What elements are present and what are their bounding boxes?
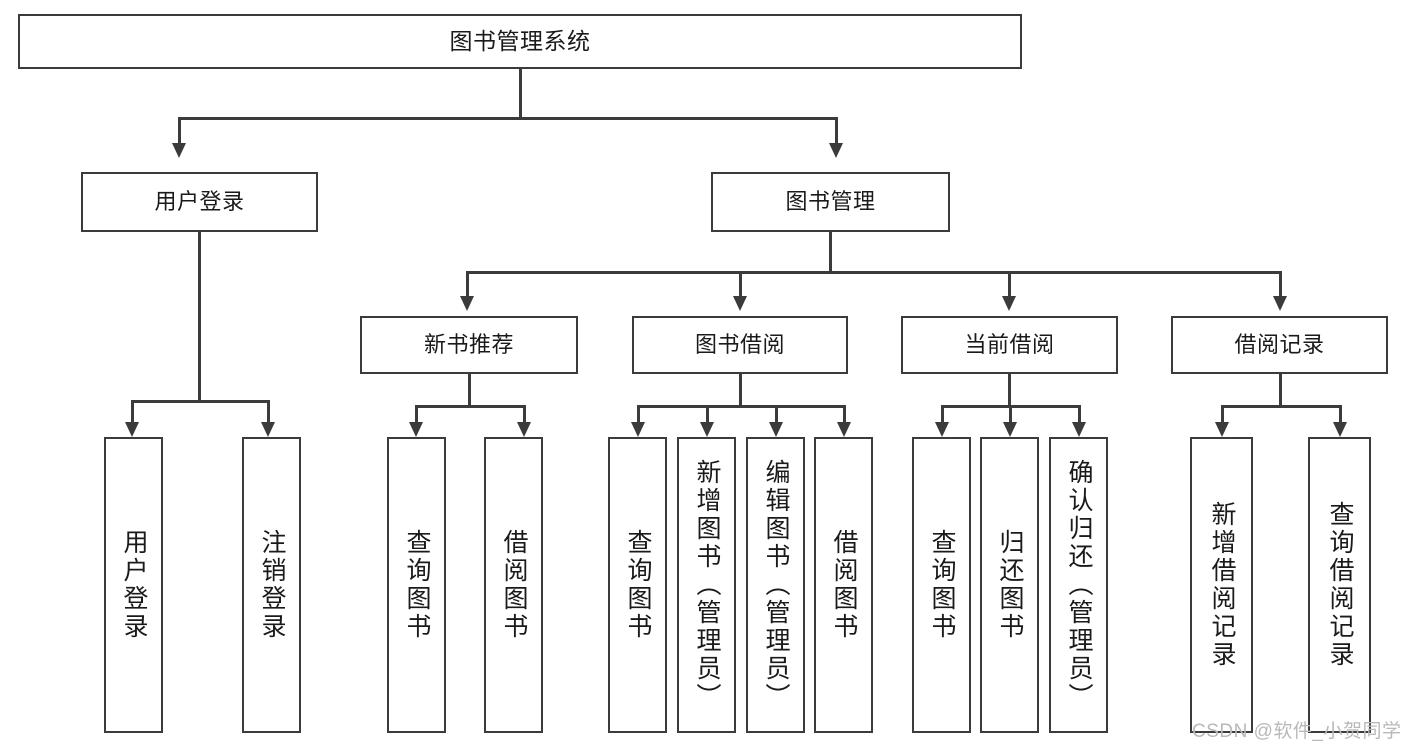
leaf-user-login[interactable]: 用户登录 <box>104 437 163 733</box>
connector-book-manage-drop-3 <box>1008 271 1011 296</box>
node-label: 查询借阅记录 <box>1326 501 1354 669</box>
node-label: 图书借阅 <box>694 332 785 358</box>
connector-root-to-user-login <box>178 117 181 143</box>
connector-book-manage-stem <box>829 232 832 271</box>
node-borrow-record[interactable]: 借阅记录 <box>1171 316 1388 374</box>
node-label: 编辑图书（管理员） <box>762 459 790 711</box>
node-label: 当前借阅 <box>964 332 1055 358</box>
connector-br-drop-2 <box>1339 405 1342 422</box>
leaf-add-borrow-record[interactable]: 新增借阅记录 <box>1190 437 1253 733</box>
arrowhead-icon-current-borrow <box>1002 296 1016 311</box>
leaf-edit-book-admin[interactable]: 编辑图书（管理员） <box>746 437 805 733</box>
arrowhead-icon-book-borrow <box>733 296 747 311</box>
node-label: 归还图书 <box>996 529 1024 641</box>
leaf-add-book-admin[interactable]: 新增图书（管理员） <box>677 437 736 733</box>
node-label: 新增图书（管理员） <box>693 459 721 711</box>
node-label: 查询图书 <box>403 529 431 641</box>
connector-new-book-recommend-stem <box>468 374 471 405</box>
connector-book-borrow-bar <box>637 405 845 408</box>
connector-cb-drop-1 <box>941 405 944 422</box>
arrowhead-icon-root-to-book-manage <box>829 143 843 158</box>
node-label: 用户登录 <box>154 189 245 215</box>
arrowhead-icon-borrow-record <box>1273 296 1287 311</box>
arrowhead-icon-bb-leaf-4 <box>837 422 851 437</box>
leaf-query-book-recommend[interactable]: 查询图书 <box>387 437 446 733</box>
leaf-confirm-return-admin[interactable]: 确认归还（管理员） <box>1049 437 1108 733</box>
connector-book-borrow-stem <box>739 374 742 405</box>
leaf-query-book-current[interactable]: 查询图书 <box>912 437 971 733</box>
connector-bb-drop-4 <box>843 405 846 422</box>
connector-book-manage-drop-2 <box>739 271 742 296</box>
leaf-return-book[interactable]: 归还图书 <box>980 437 1039 733</box>
node-label: 确认归还（管理员） <box>1065 459 1093 711</box>
arrowhead-icon-root-to-user-login <box>172 143 186 158</box>
node-label: 查询图书 <box>624 529 652 641</box>
node-label: 借阅图书 <box>830 529 858 641</box>
arrowhead-icon-bb-leaf-3 <box>769 422 783 437</box>
node-label: 新书推荐 <box>423 332 514 358</box>
arrowhead-icon-cb-leaf-1 <box>935 422 949 437</box>
connector-root-bar <box>178 117 837 120</box>
node-label: 查询图书 <box>928 529 956 641</box>
leaf-borrow-book-borrow[interactable]: 借阅图书 <box>814 437 873 733</box>
node-label: 借阅记录 <box>1234 332 1325 358</box>
arrowhead-icon-cb-leaf-3 <box>1072 422 1086 437</box>
connector-user-login-drop-2 <box>267 400 270 422</box>
node-book-management[interactable]: 图书管理 <box>711 172 950 232</box>
arrowhead-icon-bb-leaf-2 <box>700 422 714 437</box>
connector-new-book-recommend-bar <box>415 405 523 408</box>
arrowhead-icon-nbr-leaf-1 <box>409 422 423 437</box>
arrowhead-icon-br-leaf-1 <box>1215 422 1229 437</box>
connector-bb-drop-3 <box>775 405 778 422</box>
node-current-borrow[interactable]: 当前借阅 <box>901 316 1118 374</box>
connector-book-manage-bar <box>466 271 1279 274</box>
leaf-query-book-borrow[interactable]: 查询图书 <box>608 437 667 733</box>
node-label: 借阅图书 <box>500 529 528 641</box>
arrowhead-icon-nbr-leaf-2 <box>517 422 531 437</box>
connector-cb-drop-2 <box>1009 405 1012 422</box>
csdn-watermark: CSDN @软件_小贺同学 <box>1192 721 1402 742</box>
leaf-borrow-book-recommend[interactable]: 借阅图书 <box>484 437 543 733</box>
connector-root-to-book-manage <box>835 117 838 143</box>
node-label: 图书管理 <box>785 189 876 215</box>
connector-nbr-drop-1 <box>415 405 418 422</box>
connector-user-login-stem <box>198 232 201 400</box>
node-user-login[interactable]: 用户登录 <box>81 172 318 232</box>
connector-root-stem <box>519 69 522 117</box>
node-label: 新增借阅记录 <box>1208 501 1236 669</box>
connector-user-login-bar <box>131 400 267 403</box>
node-label: 注销登录 <box>258 529 286 641</box>
connector-user-login-drop-1 <box>131 400 134 422</box>
node-label: 图书管理系统 <box>449 28 591 55</box>
connector-bb-drop-2 <box>706 405 709 422</box>
arrowhead-icon-br-leaf-2 <box>1333 422 1347 437</box>
connector-book-manage-drop-1 <box>466 271 469 296</box>
leaf-query-borrow-record[interactable]: 查询借阅记录 <box>1308 437 1371 733</box>
arrowhead-icon-bb-leaf-1 <box>631 422 645 437</box>
connector-nbr-drop-2 <box>523 405 526 422</box>
arrowhead-icon-user-login-leaf-1 <box>125 422 139 437</box>
arrowhead-icon-cb-leaf-2 <box>1003 422 1017 437</box>
connector-br-drop-1 <box>1221 405 1224 422</box>
node-book-management-system[interactable]: 图书管理系统 <box>18 14 1022 69</box>
connector-book-manage-drop-4 <box>1279 271 1282 296</box>
arrowhead-icon-new-book-recommend <box>460 296 474 311</box>
connector-cb-drop-3 <box>1078 405 1081 422</box>
connector-current-borrow-stem <box>1008 374 1011 405</box>
node-new-book-recommend[interactable]: 新书推荐 <box>360 316 578 374</box>
connector-borrow-record-stem <box>1279 374 1282 405</box>
node-label: 用户登录 <box>120 529 148 641</box>
arrowhead-icon-user-login-leaf-2 <box>261 422 275 437</box>
connector-borrow-record-bar <box>1221 405 1339 408</box>
connector-bb-drop-1 <box>637 405 640 422</box>
leaf-logout-login[interactable]: 注销登录 <box>242 437 301 733</box>
node-book-borrow[interactable]: 图书借阅 <box>632 316 848 374</box>
